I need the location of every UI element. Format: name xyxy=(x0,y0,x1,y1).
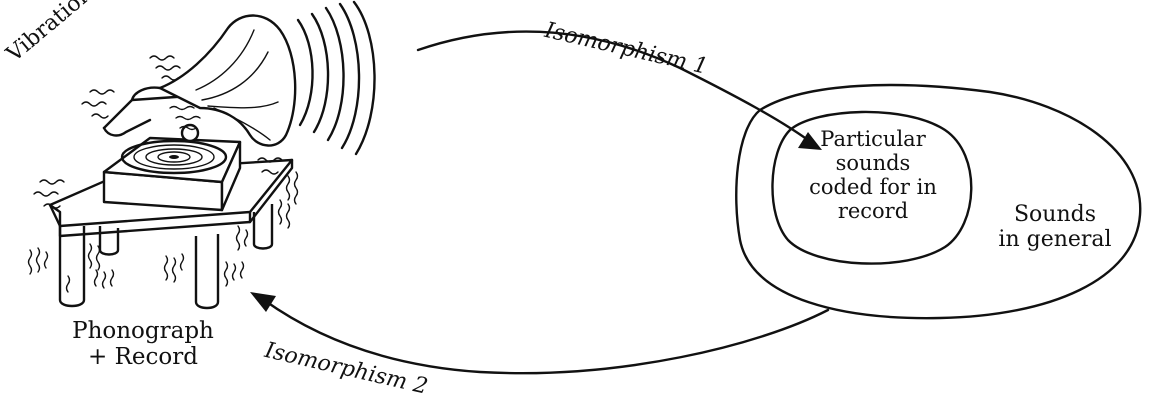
phonograph-label-line-1: Phonograph xyxy=(72,318,214,344)
phonograph-label-line-2: + Record xyxy=(88,344,198,371)
iso2-arrow xyxy=(262,298,830,375)
particular-line-2: sounds xyxy=(835,151,911,176)
particular-sounds-label: Particular sounds coded for in record xyxy=(768,127,978,224)
outer-set-sounds-general xyxy=(735,83,1142,320)
iso1-arrow xyxy=(416,30,810,142)
particular-line-4: record xyxy=(837,199,909,224)
vibration-marks-icon xyxy=(27,55,299,293)
sound-waves-icon xyxy=(296,0,376,156)
particular-line-3: coded for in xyxy=(809,175,937,200)
sounds-general-label: Sounds in general xyxy=(970,202,1140,253)
iso2-arrowhead xyxy=(250,292,276,312)
phonograph-icon xyxy=(48,14,297,310)
phonograph-label: Phonograph + Record xyxy=(48,318,238,371)
general-line-2: in general xyxy=(998,227,1112,253)
general-line-1: Sounds xyxy=(1013,202,1097,227)
iso1-arrowhead xyxy=(798,132,822,150)
inner-set-particular-sounds xyxy=(771,110,973,265)
particular-line-1: Particular xyxy=(820,127,926,151)
